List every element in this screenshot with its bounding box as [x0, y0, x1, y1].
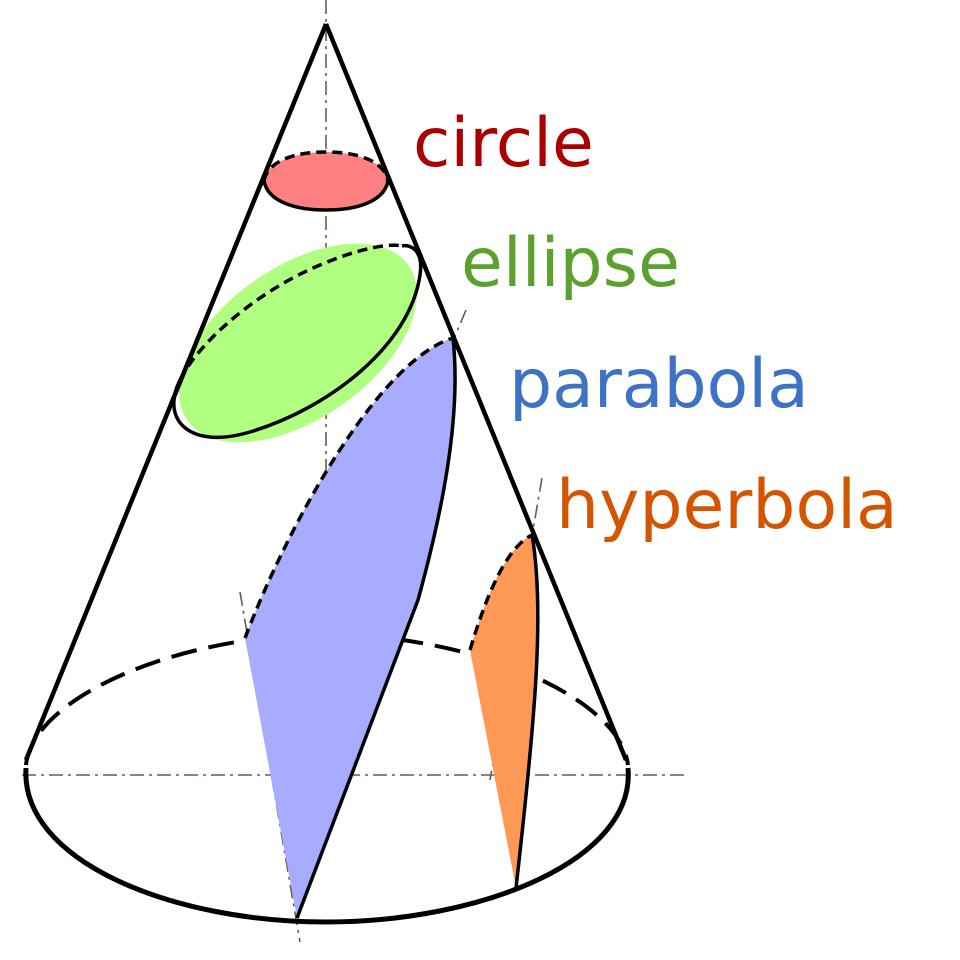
cone-outline: [23, 23, 631, 925]
hyperbola-section-front-edge: [514, 534, 540, 889]
hyperbola-section-fill: [470, 535, 538, 888]
hyperbola-section-back-edge: [468, 533, 533, 651]
circle-label: circle: [413, 104, 594, 183]
parabola-section-fill: [245, 338, 456, 918]
parabola-section-front-edge: [295, 337, 457, 919]
ellipse-section-fill: [179, 243, 417, 443]
cone-left-edge: [23, 23, 329, 761]
parabola-section-back-edge: [243, 336, 454, 639]
cone-right-edge: [323, 23, 629, 761]
ellipse-section-back-edge: [178, 243, 403, 381]
parabola-label: parabola: [509, 345, 809, 424]
circle-section: [262, 150, 390, 212]
ellipse-section: [172, 243, 423, 443]
ellipse-label: ellipse: [461, 224, 680, 303]
circle-section-back-edge: [262, 150, 390, 182]
hyperbola-label: hyperbola: [556, 466, 898, 545]
parabola-section: [243, 336, 457, 919]
circle-section-front-edge: [262, 180, 390, 212]
cone-base-front-edge: [23, 767, 631, 925]
circle-section-fill: [264, 152, 388, 210]
hyperbola-section: [468, 533, 540, 889]
ellipse-section-front-edge: [172, 243, 423, 440]
